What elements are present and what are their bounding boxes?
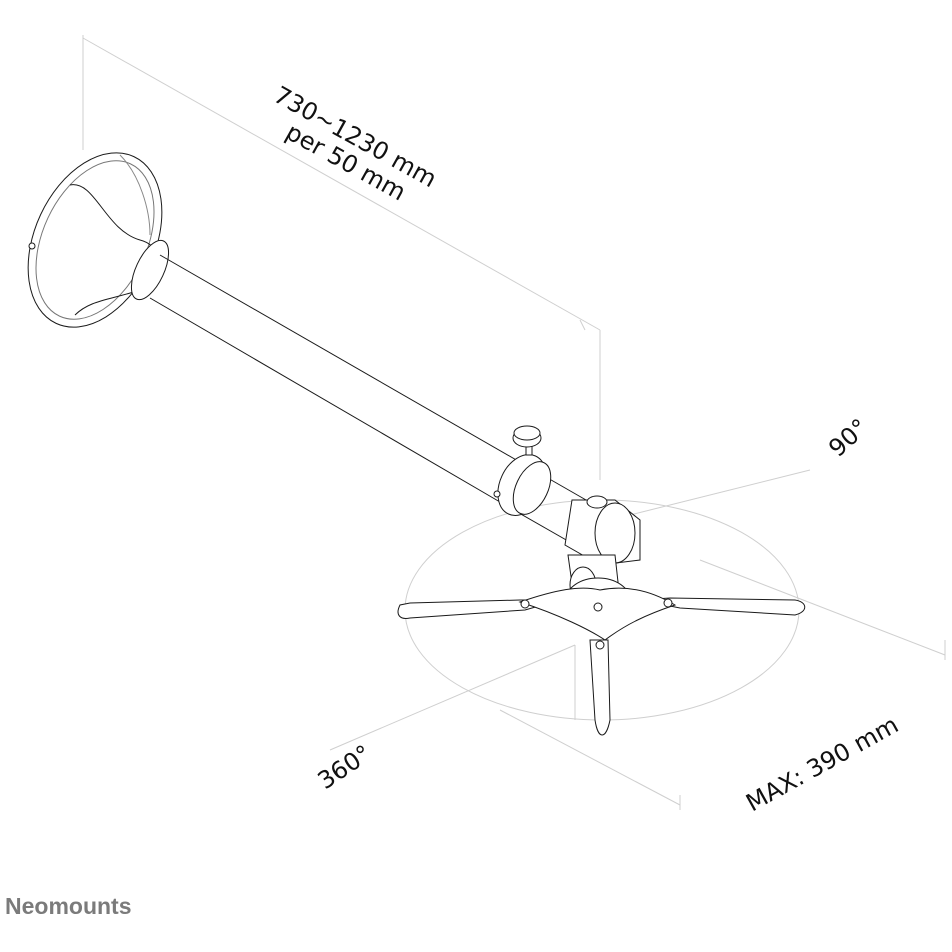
brand-logo: Neomounts bbox=[5, 893, 132, 919]
dimension-lines bbox=[82, 35, 946, 810]
mounting-arms bbox=[397, 587, 806, 736]
max-size-label: MAX: 390 mm bbox=[741, 711, 903, 818]
tube-clamp bbox=[493, 425, 552, 516]
rotation-angle-label: 360° bbox=[313, 739, 377, 795]
ceiling-plate bbox=[27, 152, 170, 328]
tilt-angle-label: 90° bbox=[823, 413, 873, 462]
